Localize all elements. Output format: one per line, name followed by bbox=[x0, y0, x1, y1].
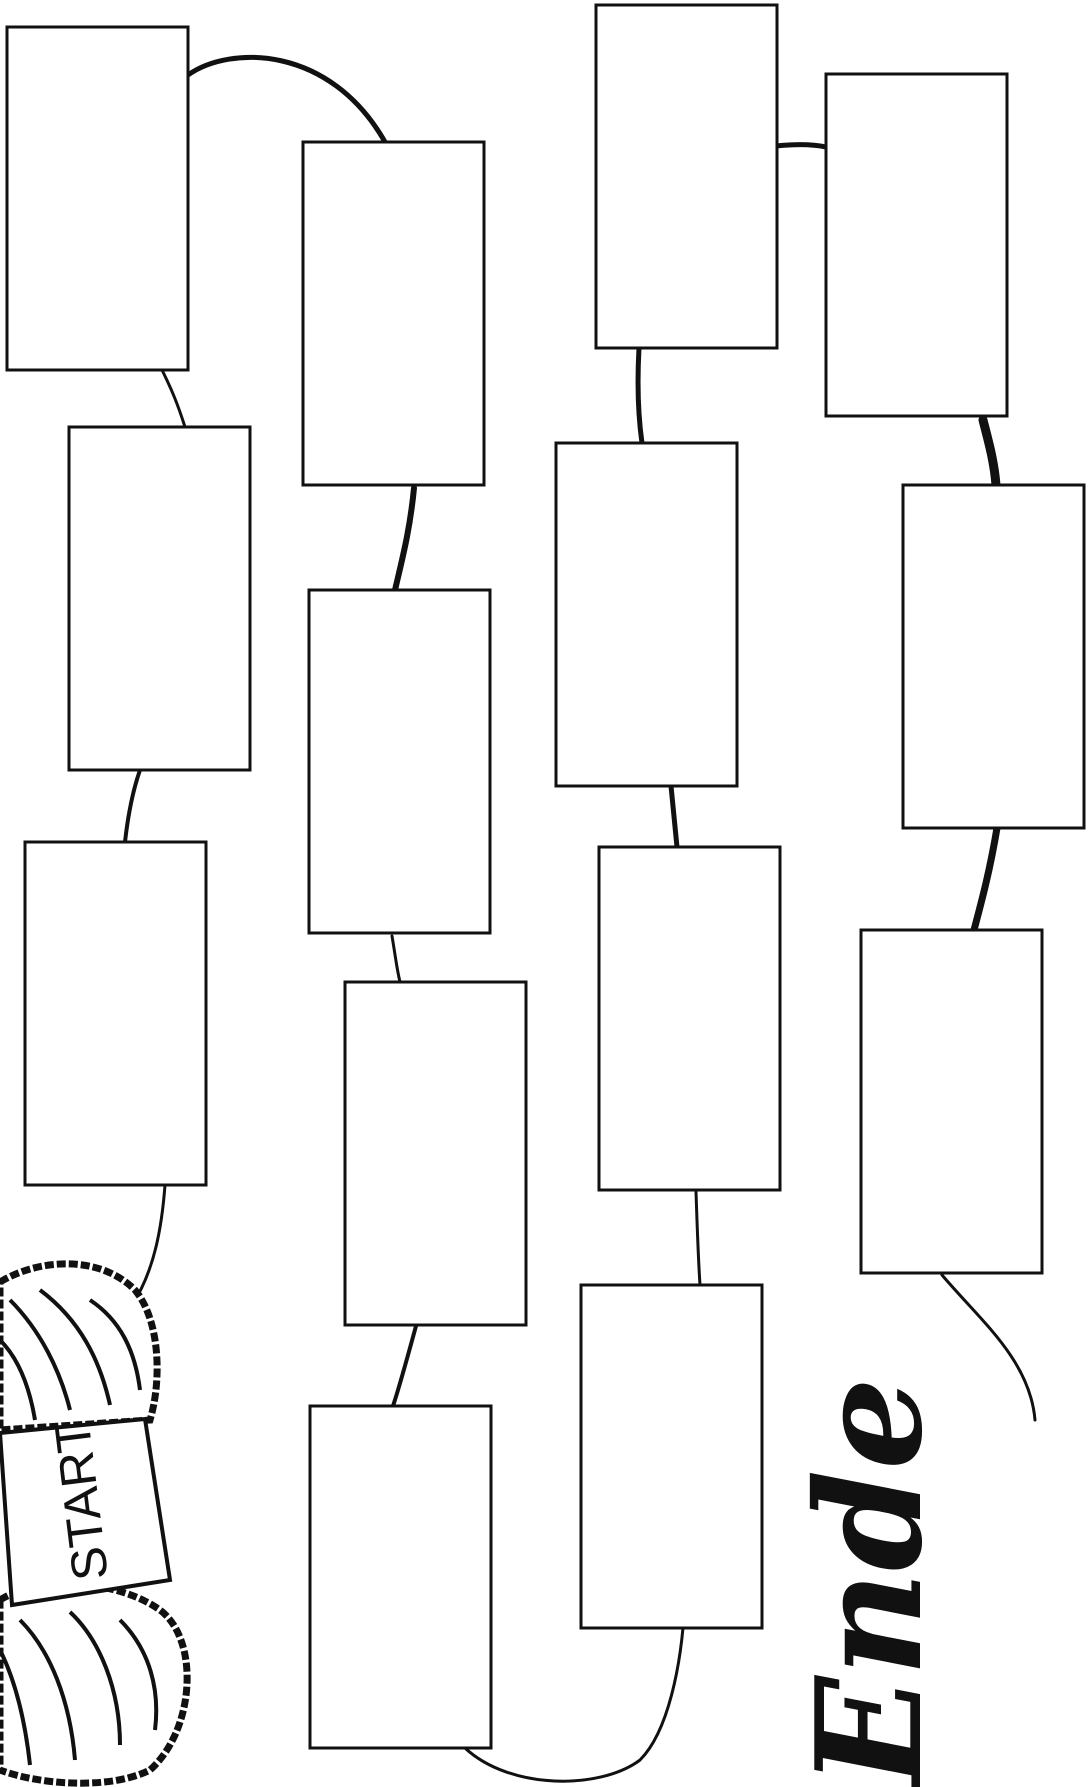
game-field-3[interactable] bbox=[7, 27, 188, 370]
end-label: Ende bbox=[785, 1377, 955, 1787]
yarn-ball-start: START bbox=[0, 1264, 187, 1783]
game-field-12[interactable] bbox=[826, 74, 1007, 416]
game-field-5[interactable] bbox=[309, 590, 490, 933]
game-field-14[interactable] bbox=[861, 930, 1042, 1273]
game-field-13[interactable] bbox=[903, 485, 1084, 828]
game-field-6[interactable] bbox=[345, 982, 526, 1325]
game-field-1[interactable] bbox=[25, 842, 206, 1185]
game-field-11[interactable] bbox=[596, 5, 777, 348]
game-field-2[interactable] bbox=[69, 427, 250, 770]
game-field-9[interactable] bbox=[599, 847, 780, 1190]
game-field-7[interactable] bbox=[310, 1406, 491, 1748]
game-field-10[interactable] bbox=[556, 443, 737, 786]
game-field-4[interactable] bbox=[303, 142, 484, 485]
game-field-8[interactable] bbox=[581, 1285, 762, 1628]
